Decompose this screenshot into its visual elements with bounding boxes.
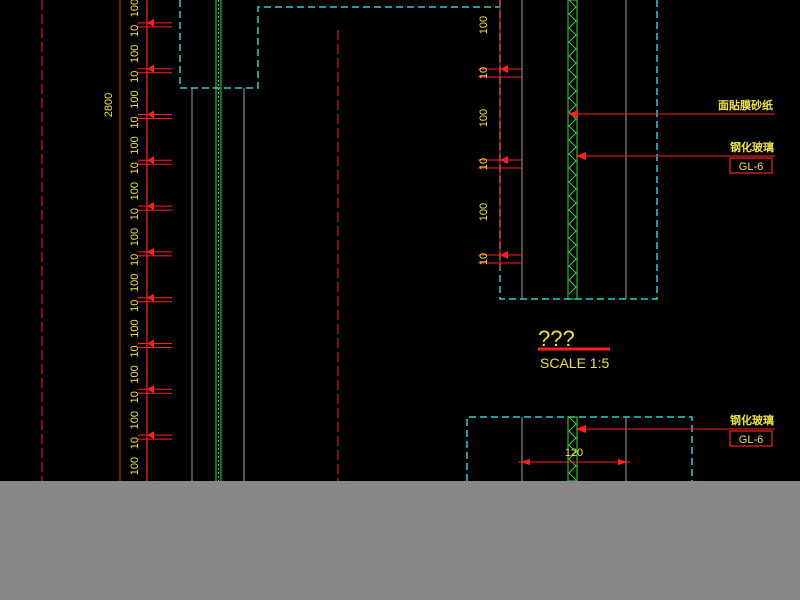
lower-glass-hatch [568, 416, 577, 481]
dimension-label: 100 [129, 365, 141, 383]
dimension-label: 10 [129, 391, 141, 403]
glass-tag-upper-box [729, 157, 773, 174]
dimension-label: 100 [129, 319, 141, 337]
glass-tag-upper: GL-6 [739, 161, 763, 173]
dimension-arrow [500, 251, 508, 259]
detail-boundary-upper [499, 0, 658, 300]
dimension-arrow [147, 431, 154, 440]
dimension-label: 100 [129, 90, 141, 108]
lower-width-arrow-right [618, 459, 628, 465]
gray-overlay-band [0, 481, 800, 600]
lower-width-label: 120 [565, 447, 583, 459]
dimension-label: 100 [129, 411, 141, 429]
dimension-label: 10 [129, 208, 141, 220]
detail-scale: SCALE 1:5 [540, 355, 609, 371]
lower-width-arrow-left [520, 459, 530, 465]
overall-height-label: 2800 [103, 93, 115, 117]
left-dimension-labels: 100 10 100 10 100 10 100 10 100 10 100 10 100 10 100 10… [129, 0, 141, 475]
glass-leader-lower-arrow [576, 425, 586, 433]
glass-note-lower: 钢化玻璃 [730, 413, 774, 427]
upper-glass-hatch [568, 0, 577, 295]
dimension-label: 100 [129, 0, 141, 17]
dimension-label: 10 [478, 158, 490, 170]
film-note: 面貼膜砂纸 [718, 98, 773, 112]
dimension-label: 100 [129, 136, 141, 154]
dimension-label: 100 [129, 45, 141, 63]
dimension-label: 10 [129, 116, 141, 128]
dimension-arrow [147, 110, 154, 119]
dimension-arrow [147, 247, 154, 256]
dimension-label: 10 [129, 162, 141, 174]
dimension-label: 100 [478, 16, 490, 34]
dimension-label: 100 [478, 109, 490, 127]
dimension-arrow [147, 156, 154, 165]
dimension-label: 100 [129, 274, 141, 292]
dimension-label: 10 [129, 345, 141, 357]
film-leader-arrow [568, 110, 578, 118]
dimension-arrow [147, 18, 154, 27]
glass-note-upper: 钢化玻璃 [730, 140, 774, 154]
detail-boundary-lower [466, 416, 693, 481]
dimension-label: 100 [129, 457, 141, 475]
dimension-label: 10 [129, 25, 141, 37]
dimension-label: 100 [129, 182, 141, 200]
dimension-ticks [138, 18, 172, 440]
upper-glass-section [567, 0, 578, 300]
dimension-label: 10 [129, 254, 141, 266]
dimension-label: 10 [129, 437, 141, 449]
upper-dimension-ticks [478, 65, 522, 264]
dimension-arrow [500, 65, 508, 73]
upper-dimension-labels: 100 10 100 10 100 10 [478, 16, 490, 265]
detail-title: ??? [538, 326, 575, 351]
detail-boundary-left [179, 0, 500, 89]
dimension-arrow [500, 156, 508, 164]
dimension-arrow [147, 293, 154, 302]
glass-leader-upper-arrow [576, 152, 586, 160]
dimension-arrow [147, 385, 154, 394]
dimension-label: 10 [129, 71, 141, 83]
glass-tag-lower: GL-6 [739, 434, 763, 446]
dimension-label: 10 [478, 253, 490, 265]
dimension-arrow [147, 64, 154, 73]
dimension-label: 100 [129, 228, 141, 246]
dimension-label: 100 [478, 203, 490, 221]
dimension-label: 10 [129, 300, 141, 312]
dimension-arrow [147, 339, 154, 348]
dimension-label: 10 [478, 67, 490, 79]
dimension-arrow [147, 202, 154, 211]
glass-tag-lower-box [729, 430, 773, 447]
